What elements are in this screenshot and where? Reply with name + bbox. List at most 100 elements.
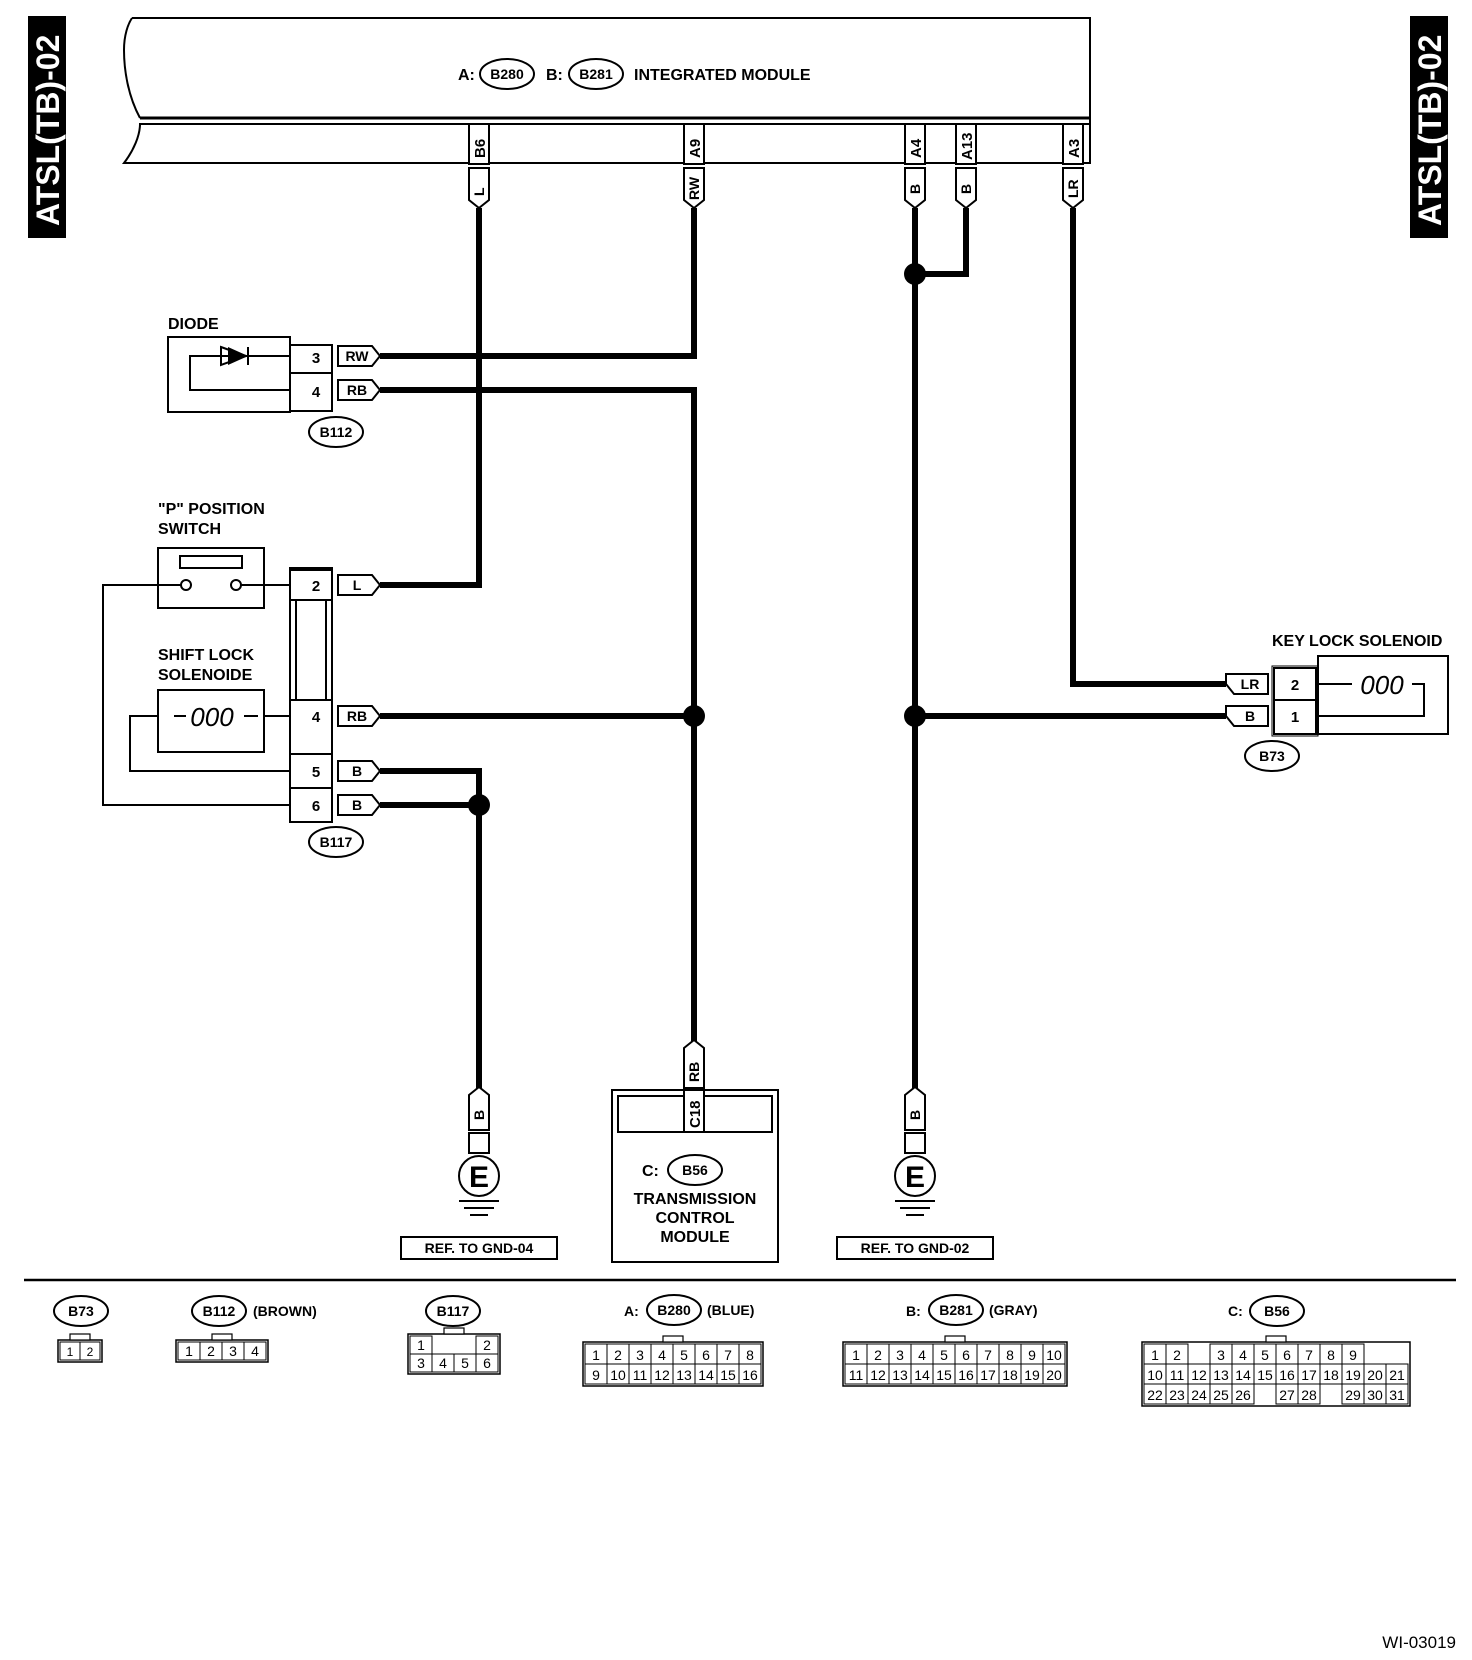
connector-pin-number: 20: [1046, 1367, 1062, 1383]
connector-pin-number: 22: [1147, 1387, 1163, 1403]
connector-pin-number: 5: [1261, 1347, 1269, 1363]
ground-left-wire: B: [471, 1110, 487, 1120]
tcm-pin-c18: C18: [687, 1100, 704, 1128]
junction-b: [904, 705, 926, 727]
module-pin-a4: A4 B: [904, 123, 926, 210]
connector-pin-cell: [1042, 1363, 1066, 1385]
connector-pin-cell: [1385, 1383, 1409, 1405]
connector-pin-number: 6: [483, 1355, 491, 1371]
connector-pin-number: 9: [1028, 1347, 1036, 1363]
cv-b280-name: B280: [657, 1302, 691, 1318]
side-label-right-text: ATSL(TB)-02: [1412, 35, 1448, 226]
junction-rb: [683, 705, 705, 727]
connector-pin-number: 4: [918, 1347, 926, 1363]
b117-wire-b5: B: [352, 763, 362, 779]
connector-pin-number: 8: [1006, 1347, 1014, 1363]
connector-pin-number: 21: [1389, 1367, 1405, 1383]
module-pin-a4-label: A4: [908, 138, 925, 158]
connector-pin-number: 11: [1170, 1367, 1185, 1383]
figure-id: WI-03019: [1382, 1633, 1456, 1652]
wire-b-a13: [915, 208, 969, 277]
connector-pin-number: 28: [1301, 1387, 1317, 1403]
connector-pin-number: 8: [746, 1347, 754, 1363]
connector-pin-cell: [475, 1353, 499, 1373]
side-label-left-text: ATSL(TB)-02: [30, 35, 66, 226]
diode-wire-rb: RB: [347, 382, 367, 398]
p-position-switch-title-1: "P" POSITION: [158, 501, 265, 518]
diode-title: DIODE: [168, 316, 219, 333]
wire-rb-diode: [380, 387, 697, 1048]
module-wire-a3-color: LR: [1065, 179, 1081, 198]
b117-wire-l: L: [353, 577, 362, 593]
connector-pin-number: 1: [592, 1347, 600, 1363]
p-position-switch-title-2: SWITCH: [158, 521, 221, 538]
module-wire-a9-color: RW: [686, 176, 702, 200]
connector-pin-number: 7: [1305, 1347, 1313, 1363]
connector-pin-number: 5: [461, 1355, 469, 1371]
module-wire-b6-color: L: [471, 187, 487, 196]
connector-pin-number: 17: [1301, 1367, 1317, 1383]
connector-pin-number: 6: [702, 1347, 710, 1363]
connector-pin-cell: [79, 1341, 101, 1361]
ground-right-ref: REF. TO GND-02: [861, 1240, 970, 1256]
connector-pin-cell: [1297, 1383, 1321, 1405]
diode-pin-4: 4: [312, 384, 321, 401]
connector-pin-number: 16: [1279, 1367, 1295, 1383]
connector-b281-badge: B281: [579, 66, 613, 82]
shift-lock-title-1: SHIFT LOCK: [158, 647, 254, 664]
connector-key-tab: [69, 1333, 91, 1341]
key-lock-pin-1: 1: [1291, 709, 1299, 726]
connector-b56-badge: B56: [682, 1162, 708, 1178]
connector-pin-number: 4: [658, 1347, 666, 1363]
connector-pin-cell: [243, 1341, 267, 1361]
connector-key-tab: [944, 1335, 966, 1343]
key-lock-coil-icon: 000: [1360, 670, 1404, 700]
connector-pin-number: 31: [1389, 1387, 1405, 1403]
connector-pin-number: 17: [980, 1367, 996, 1383]
cv-b117-name: B117: [437, 1303, 470, 1319]
connector-pin-number: 10: [1147, 1367, 1163, 1383]
b117-wire-b6: B: [352, 797, 362, 813]
b117-pin-6: 6: [312, 798, 320, 815]
connector-pin-number: 2: [87, 1345, 94, 1359]
key-lock-wire-b: B: [1245, 708, 1255, 724]
cv-b73-name: B73: [68, 1303, 94, 1319]
wire-l: [380, 208, 482, 588]
connector-pin-number: 3: [636, 1347, 644, 1363]
connector-b117-badge: B117: [320, 834, 353, 850]
diode-pin-3: 3: [312, 350, 320, 367]
connector-pin-number: 2: [483, 1337, 491, 1353]
junction-ground: [468, 794, 490, 816]
connector-b73-badge: B73: [1259, 748, 1285, 764]
connector-pin-number: 19: [1345, 1367, 1361, 1383]
connector-pin-number: 27: [1279, 1387, 1295, 1403]
connector-pin-number: 24: [1191, 1387, 1207, 1403]
connector-pin-number: 3: [417, 1355, 425, 1371]
connector-pin-number: 29: [1345, 1387, 1361, 1403]
integrated-module-prefix-b: B:: [546, 67, 563, 84]
connector-pin-number: 15: [1257, 1367, 1273, 1383]
connector-pin-number: 2: [1173, 1347, 1181, 1363]
connector-pin-number: 3: [229, 1343, 237, 1359]
connector-pin-number: 13: [676, 1367, 692, 1383]
integrated-module-prefix-a: A:: [458, 67, 475, 84]
integrated-module: A: B280 B: B281 INTEGRATED MODULE: [121, 17, 1091, 164]
cv-b281-name: B281: [939, 1302, 973, 1318]
wire-lr: [1070, 208, 1226, 687]
connector-pin-number: 4: [1239, 1347, 1247, 1363]
side-label-right: ATSL(TB)-02: [1410, 16, 1448, 238]
module-pin-a9: A9 RW: [683, 123, 705, 210]
connector-pin-number: 1: [852, 1347, 860, 1363]
connector-pin-number: 4: [251, 1343, 259, 1359]
connector-pin-number: 7: [724, 1347, 732, 1363]
tcm-wire-rb: RB: [686, 1062, 702, 1082]
connector-pin-number: 12: [654, 1367, 670, 1383]
cv-b112-color: (BROWN): [253, 1303, 317, 1319]
connector-b112-badge: B112: [320, 424, 353, 440]
b117-wire-rb: RB: [347, 708, 367, 724]
connector-pin-number: 1: [417, 1337, 425, 1353]
